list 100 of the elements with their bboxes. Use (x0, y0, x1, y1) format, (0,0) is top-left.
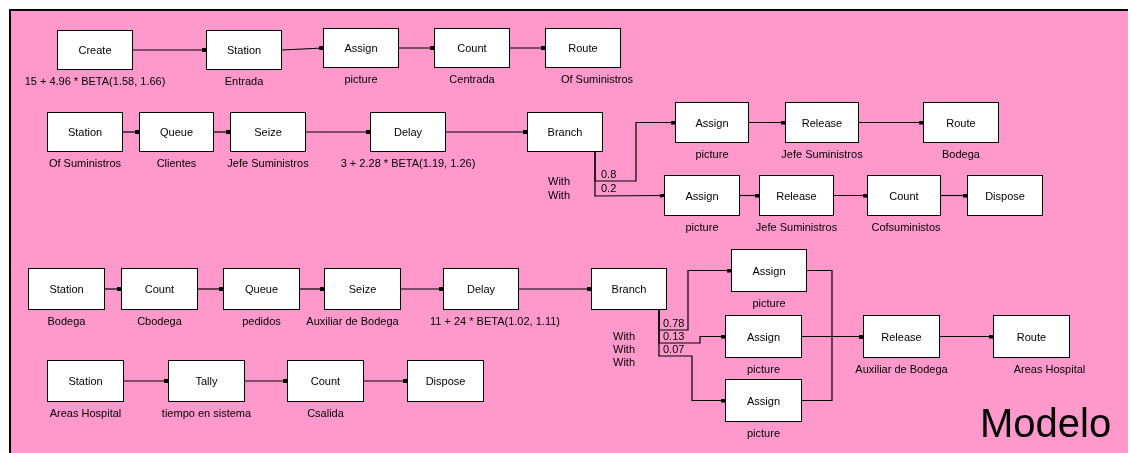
block-parameter: Centrada (449, 73, 495, 85)
block-parameter: Jefe Suministros (227, 157, 309, 169)
connector (400, 287, 444, 291)
block-title: Assign (344, 42, 378, 54)
connector (940, 193, 968, 198)
connector (518, 287, 592, 291)
process-block (785, 102, 859, 143)
block-title: Assign (685, 189, 719, 202)
block-parameter: picture (752, 297, 786, 309)
block-title: Delay (393, 126, 423, 138)
block-title: Create (78, 44, 112, 56)
block-parameter: Cofsuministos (871, 221, 941, 233)
process-block (223, 268, 300, 310)
branch-condition: With (613, 343, 635, 355)
block-title: Release (776, 189, 817, 202)
connector (132, 48, 207, 52)
block-title: Count (310, 375, 341, 387)
connector (363, 379, 408, 383)
block-parameter: 11 + 24 * BETA(1.02, 1.11) (430, 315, 560, 327)
block-parameter: pedidos (242, 315, 281, 327)
connector (281, 46, 324, 51)
block-title: Release (801, 116, 843, 129)
connector (858, 120, 924, 125)
connector (123, 379, 169, 383)
block-parameter: 15 + 4.96 * BETA(1.58, 1.66) (24, 75, 166, 87)
process-block (230, 112, 306, 152)
edge-label: 0.8 (600, 169, 618, 180)
connector (739, 193, 760, 198)
connector (658, 309, 726, 403)
block-title: Delay (466, 283, 496, 295)
connector (213, 130, 231, 134)
process-block (47, 112, 123, 152)
block-parameter: Cbodega (137, 315, 182, 327)
block-parameter: Jefe Suministros (781, 148, 863, 160)
block-title: Queue (160, 126, 193, 138)
block-title: Count (889, 189, 919, 202)
process-block (867, 175, 941, 216)
process-block (28, 268, 105, 310)
branch-condition: With (548, 189, 570, 201)
block-title: Assign (747, 394, 780, 407)
connector (509, 46, 546, 50)
block-title: Route (568, 42, 598, 54)
process-block (675, 102, 749, 143)
block-parameter: Jefe Suministros (755, 221, 838, 233)
connector (594, 120, 676, 182)
branch-condition: With (613, 330, 635, 342)
process-block (407, 360, 484, 402)
connector (658, 268, 732, 331)
block-title: Station (49, 283, 84, 295)
process-block (168, 360, 245, 402)
connector (939, 334, 994, 339)
block-title: Assign (695, 116, 729, 129)
connector (398, 46, 435, 50)
process-block (863, 315, 940, 358)
block-parameter: Areas Hospital (1013, 363, 1086, 375)
edge-label: 0.2 (600, 183, 618, 194)
process-block (370, 112, 446, 152)
process-block (993, 315, 1070, 358)
connector (244, 379, 288, 383)
edge-label: 0.13 (662, 331, 686, 342)
process-block (139, 112, 214, 152)
process-block (725, 379, 802, 422)
process-block (206, 30, 282, 70)
block-title: Branch (547, 126, 583, 138)
block-title: Dispose (985, 189, 1025, 202)
block-title: Count (144, 283, 175, 295)
block-title: Seize (348, 283, 377, 295)
process-block (591, 268, 667, 310)
block-parameter: 3 + 2.28 * BETA(1.19, 1.26) (340, 157, 476, 169)
block-title: Count (457, 42, 487, 54)
block-title: Branch (611, 283, 647, 295)
process-block (923, 102, 999, 143)
block-title: Station (226, 44, 262, 56)
process-block (725, 315, 802, 358)
block-title: Route (1016, 330, 1047, 343)
branch-condition: With (548, 175, 570, 187)
block-parameter: Of Suministros (48, 157, 122, 169)
block-title: Route (946, 116, 976, 129)
process-block (545, 28, 621, 68)
process-block (527, 112, 603, 152)
block-parameter: Auxiliar de Bodega (306, 315, 399, 327)
block-title: Assign (752, 264, 786, 277)
block-parameter: Bodega (942, 148, 980, 160)
block-title: Release (881, 330, 922, 343)
block-parameter: picture (747, 363, 780, 375)
block-parameter: Clientes (156, 157, 197, 169)
block-parameter: Csalida (307, 407, 344, 419)
process-block (324, 268, 401, 310)
block-title: Queue (245, 283, 278, 295)
connector (445, 130, 528, 134)
connector (748, 120, 786, 125)
process-block (664, 175, 740, 216)
connector (299, 287, 325, 291)
process-block (967, 175, 1043, 216)
process-block (47, 360, 124, 402)
connector (305, 130, 371, 134)
diagram-heading: Modelo (980, 403, 1112, 443)
block-parameter: picture (685, 221, 719, 233)
block-parameter: picture (695, 148, 729, 160)
process-block (323, 28, 399, 68)
